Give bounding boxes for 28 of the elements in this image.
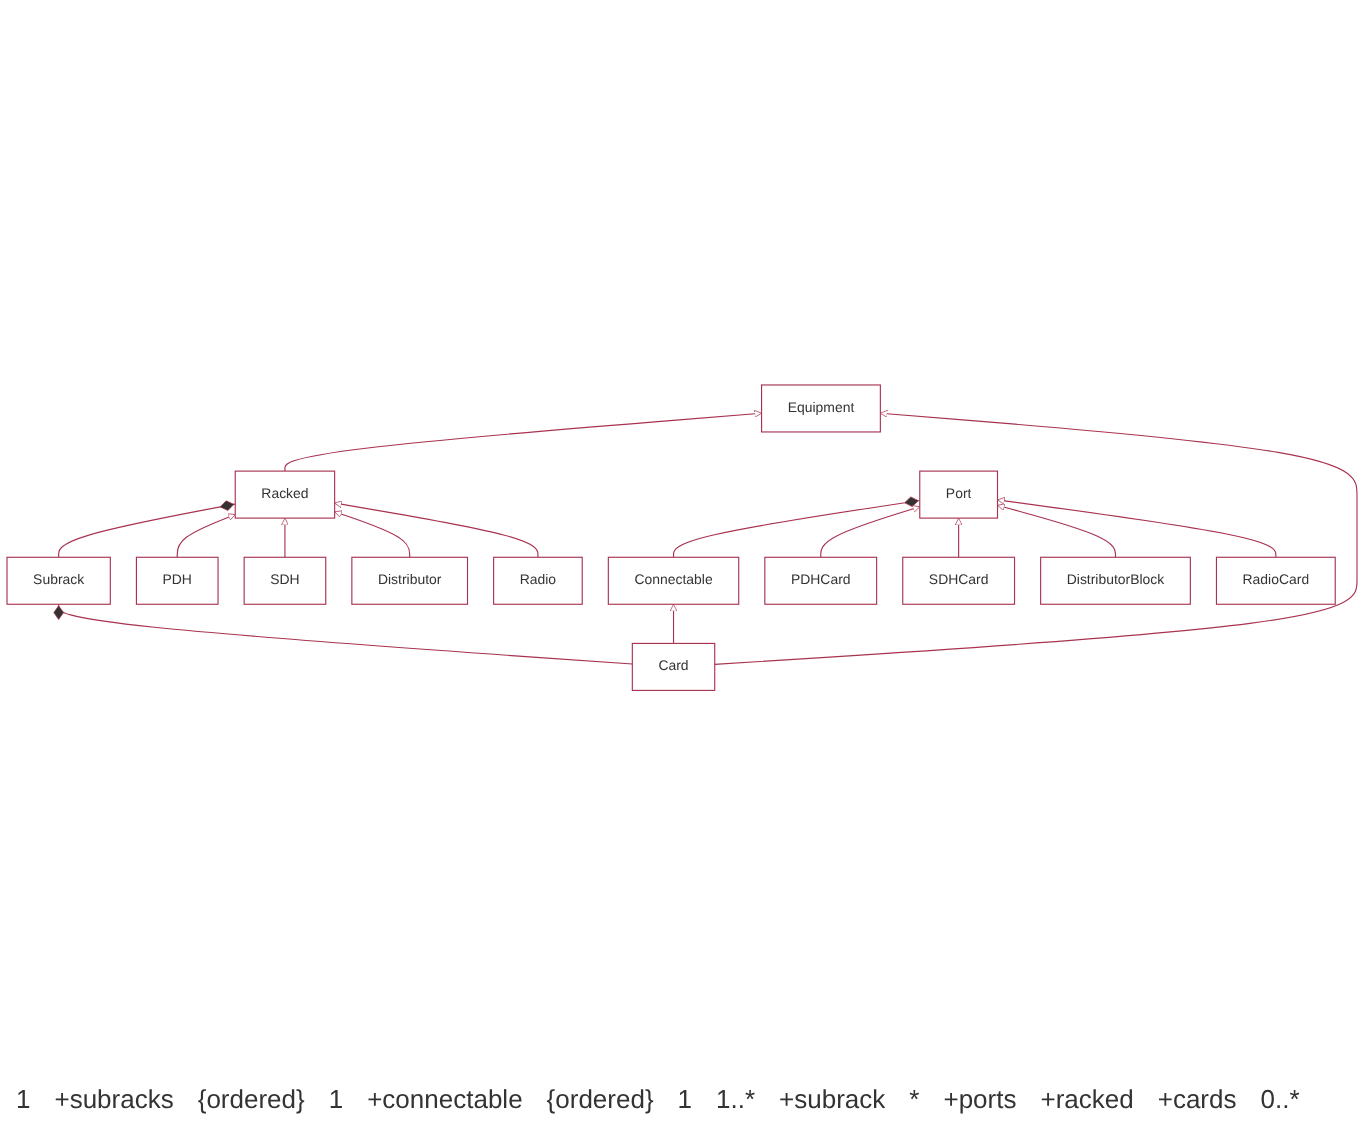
association-label: +racked	[1040, 1084, 1134, 1114]
connector	[672, 496, 921, 559]
arrow	[281, 518, 289, 559]
arrow	[997, 497, 1277, 559]
connector	[53, 604, 633, 665]
association-label: +connectable	[367, 1084, 523, 1114]
arrow	[284, 410, 762, 472]
association-label: +cards	[1157, 1084, 1237, 1114]
association-label: 1	[677, 1084, 693, 1114]
arrow	[669, 604, 678, 645]
association-label: {ordered}	[546, 1084, 654, 1114]
connector	[58, 500, 236, 559]
association-label: +subracks	[54, 1084, 174, 1114]
association-label: +subrack	[779, 1084, 886, 1114]
association-label: +ports	[943, 1084, 1017, 1114]
arrow	[334, 500, 539, 559]
arrow	[334, 510, 411, 559]
arrow	[176, 513, 236, 559]
association-label: 1..*	[716, 1084, 756, 1114]
association-label: 1	[328, 1084, 344, 1114]
arrow	[820, 505, 921, 559]
association-label: *	[909, 1084, 920, 1114]
arrow	[997, 503, 1117, 559]
association-label: 0..*	[1260, 1084, 1300, 1114]
association-label: {ordered}	[197, 1084, 305, 1114]
association-label: 1	[16, 1084, 31, 1114]
arrow	[714, 410, 1358, 666]
arrow	[954, 518, 963, 559]
